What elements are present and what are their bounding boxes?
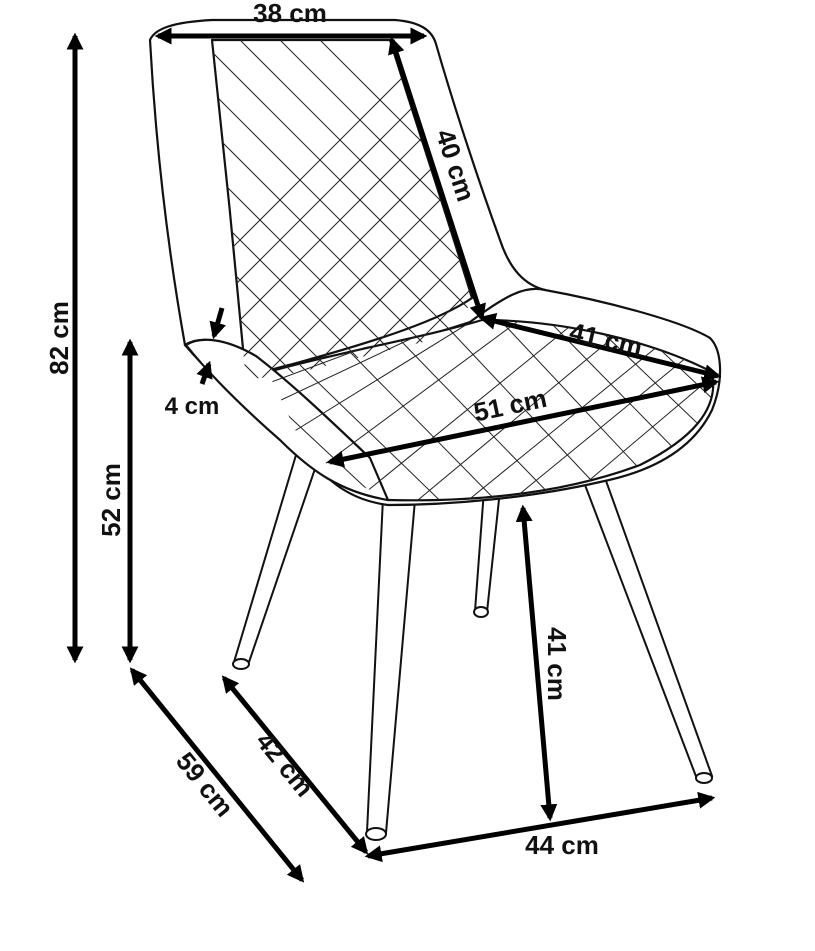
leg-width-arrow [364,791,716,863]
leg-back-right [473,489,502,614]
seat-height-arrow [515,504,558,822]
label-total-height: 82 cm [44,301,74,375]
seat-depth-arrow [478,312,722,382]
label-leg-width: 44 cm [525,830,599,860]
cushion-top-arrow [209,307,226,340]
leg-back-left [232,453,320,667]
leg-front-left [365,496,417,835]
seat-width-arrow [326,376,720,468]
back-height-arrow [388,36,486,322]
label-seat-height: 41 cm [542,627,572,701]
label-cushion-thickness: 4 cm [165,393,220,420]
leg-front-right [583,476,714,781]
cushion-bottom-arrow [196,360,213,385]
label-back-width: 38 cm [253,0,327,28]
label-armrest-height: 52 cm [96,463,126,537]
label-leg-depth: 42 cm [250,726,320,802]
dimension-arrows [66,27,722,883]
leg-depth-arrow [221,675,369,855]
